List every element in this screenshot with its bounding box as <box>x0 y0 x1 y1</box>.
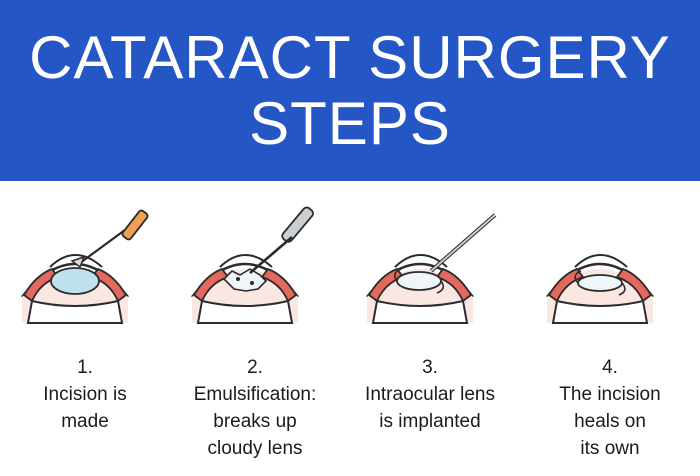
step-caption-line: made <box>61 411 109 432</box>
step-number: 4. <box>602 357 618 378</box>
title-banner: CATARACT SURGERY STEPS <box>0 0 700 181</box>
step-number: 2. <box>247 357 263 378</box>
step-number: 3. <box>422 357 438 378</box>
step-2: 2. Emulsification: breaks up cloudy lens <box>170 206 340 476</box>
step-caption-line: breaks up <box>213 411 297 432</box>
page-title-line-1: CATARACT SURGERY <box>29 23 671 91</box>
step-3-caption: 3. Intraocular lens is implanted <box>345 354 515 435</box>
step-caption-line: its own <box>580 438 640 459</box>
step-caption-line: Incision is <box>43 384 127 405</box>
step-4: 4. The incision heals on its own <box>525 211 695 476</box>
step-4-caption: 4. The incision heals on its own <box>525 354 695 462</box>
step-caption-line: Emulsification: <box>193 384 317 405</box>
step-3: 3. Intraocular lens is implanted <box>345 211 515 476</box>
step-caption-line: is implanted <box>379 411 481 432</box>
step-caption-line: Intraocular lens <box>365 384 495 405</box>
step-1-caption: 1. Incision is made <box>0 354 170 435</box>
eye-incision-illustration <box>21 209 149 324</box>
eye-healed-illustration <box>546 254 654 324</box>
step-caption-line: heals on <box>574 411 646 432</box>
step-caption-line: cloudy lens <box>207 438 303 459</box>
step-2-caption: 2. Emulsification: breaks up cloudy lens <box>170 354 340 462</box>
step-number: 1. <box>77 357 93 378</box>
eye-emulsification-illustration <box>191 206 314 324</box>
eye-lens-implant-illustration <box>366 213 497 324</box>
step-caption-line: The incision <box>559 384 661 405</box>
steps-row: 1. Incision is made 2. Emulsification: b… <box>0 181 700 476</box>
step-1: 1. Incision is made <box>0 209 170 476</box>
page-title-line-2: STEPS <box>249 89 451 157</box>
